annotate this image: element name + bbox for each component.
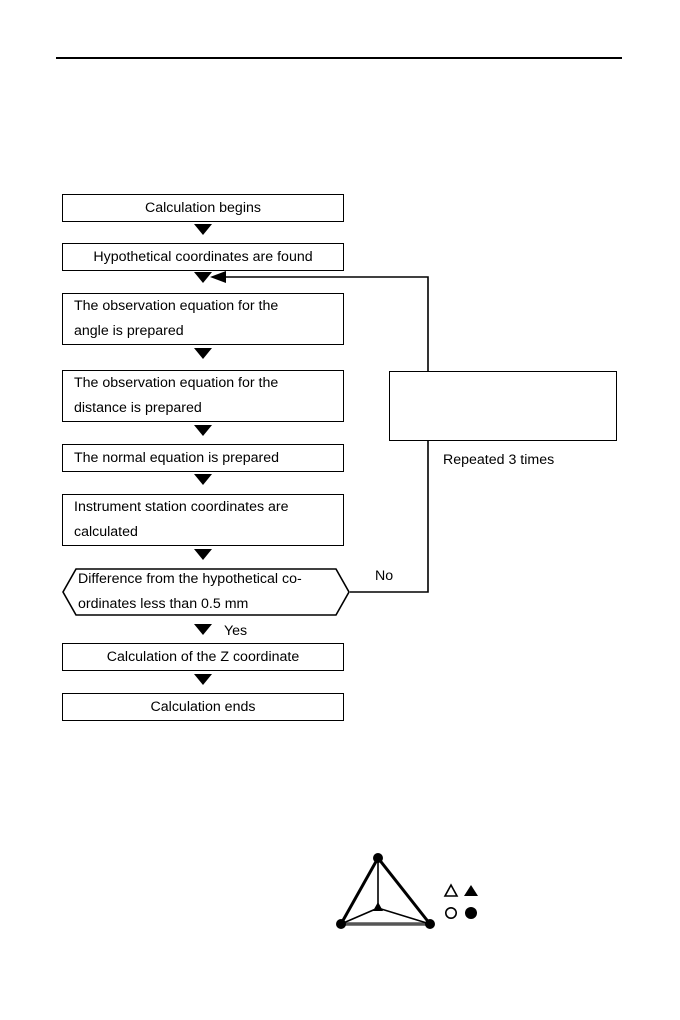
legend-filled-triangle-icon <box>464 885 478 896</box>
edge-label-repeated: Repeated 3 times <box>443 452 555 468</box>
node-text-line: calculated <box>74 524 138 540</box>
hexagon-outline <box>62 568 350 616</box>
empty-annotation-box <box>389 371 617 441</box>
node-text-line: Difference from the hypothetical co- <box>78 571 302 587</box>
network-spoke-bottomright-center <box>377 907 431 925</box>
node-text-line: Calculation begins <box>145 199 261 216</box>
node-calculation-ends: Calculation ends <box>62 693 344 721</box>
network-spoke-bottomleft-center <box>340 907 379 925</box>
network-vertex-center <box>373 902 383 911</box>
node-difference-check: Difference from the hypothetical co- ord… <box>62 568 350 616</box>
arrow-instrument-to-decision <box>194 549 212 560</box>
legend-filled-circle-icon <box>465 907 477 919</box>
network-svg <box>336 853 478 929</box>
node-instrument-station-coordinates: Instrument station coordinates are calcu… <box>62 494 344 546</box>
node-text-line: Calculation of the Z coordinate <box>106 648 300 665</box>
legend-open-triangle-icon <box>443 883 459 897</box>
network-vertex-apex <box>373 853 383 863</box>
arrow-z-to-end <box>194 674 212 685</box>
node-text-line: The normal equation is prepared <box>74 449 280 466</box>
node-angle-observation-equation: The observation equation for the angle i… <box>62 293 344 345</box>
network-vertex-bottom-left <box>336 919 346 929</box>
header-rule <box>56 57 622 59</box>
node-z-coordinate: Calculation of the Z coordinate <box>62 643 344 671</box>
arrow-angle-to-distance <box>194 348 212 359</box>
triangulation-network <box>320 840 520 950</box>
arrow-distance-to-normal <box>194 425 212 436</box>
node-distance-observation-equation: The observation equation for the distanc… <box>62 370 344 422</box>
node-text-line: Calculation ends <box>150 698 256 715</box>
node-text-line: Hypothetical coordinates are found <box>93 248 313 265</box>
node-text-line: distance is prepared <box>74 400 202 416</box>
node-text-line: The observation equation for the <box>74 298 279 314</box>
node-text-line: Instrument station coordinates are <box>74 499 289 515</box>
node-text-line: The observation equation for the <box>74 375 279 391</box>
edge-label-yes: Yes <box>224 623 248 639</box>
network-vertex-bottom-right <box>425 919 435 929</box>
node-text-line: angle is prepared <box>74 323 184 339</box>
arrow-begins-to-hypothetical <box>194 224 212 235</box>
network-edge-apex-bottomright <box>376 857 432 925</box>
hexagon-text: Difference from the hypothetical co- ord… <box>78 568 302 616</box>
loop-back-arrowhead <box>210 271 226 283</box>
legend-open-circle-icon <box>445 907 458 920</box>
arrow-hypothetical-to-angle <box>194 272 212 283</box>
network-edge-apex-bottomleft <box>339 857 380 925</box>
node-hypothetical-coordinates: Hypothetical coordinates are found <box>62 243 344 271</box>
edge-label-no: No <box>375 568 394 584</box>
arrow-decision-yes <box>194 624 212 635</box>
node-calculation-begins: Calculation begins <box>62 194 344 222</box>
node-normal-equation: The normal equation is prepared <box>62 444 344 472</box>
node-text-line: ordinates less than 0.5 mm <box>78 596 249 612</box>
arrow-normal-to-instrument <box>194 474 212 485</box>
